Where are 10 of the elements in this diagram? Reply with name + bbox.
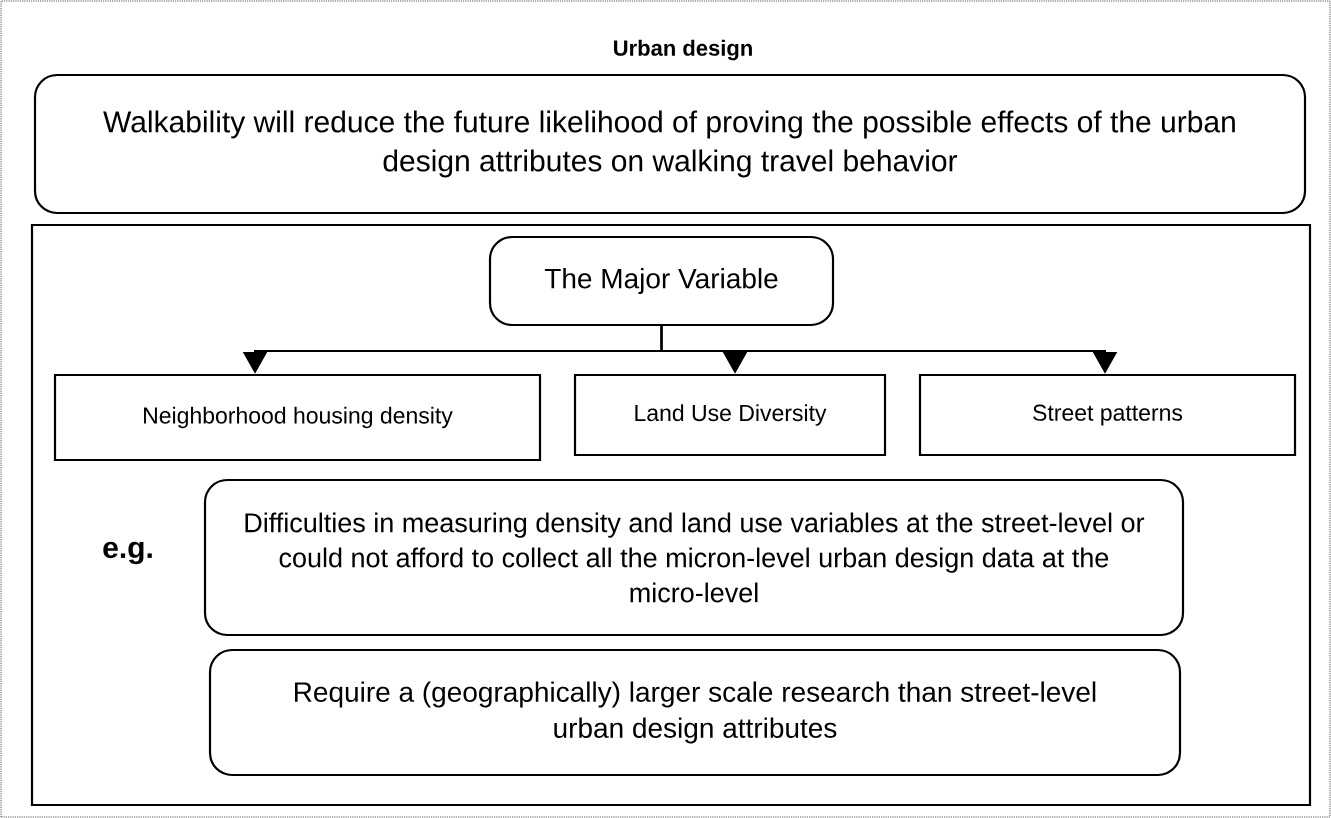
note-box: Difficulties in measuring density and land use variables at the street-level or could not afford to collect all the micron-level urban design data at the micro-level [203,478,1185,637]
factor-box: Street patterns [918,373,1297,457]
factor-box: Neighborhood housing density [53,373,542,462]
note-box: Require a (geographically) larger scale research than street-level urban design attributes [208,648,1182,777]
title: Urban design [614,39,752,61]
example-label: e.g. [103,541,152,565]
factor-box: Land Use Diversity [573,373,887,457]
statement-box: Walkability will reduce the future likelihood of proving the possible effects of the urban design attributes on walking travel behavior [33,73,1307,215]
group-frame [30,223,1312,807]
variable-box: The Major Variable [488,235,835,327]
